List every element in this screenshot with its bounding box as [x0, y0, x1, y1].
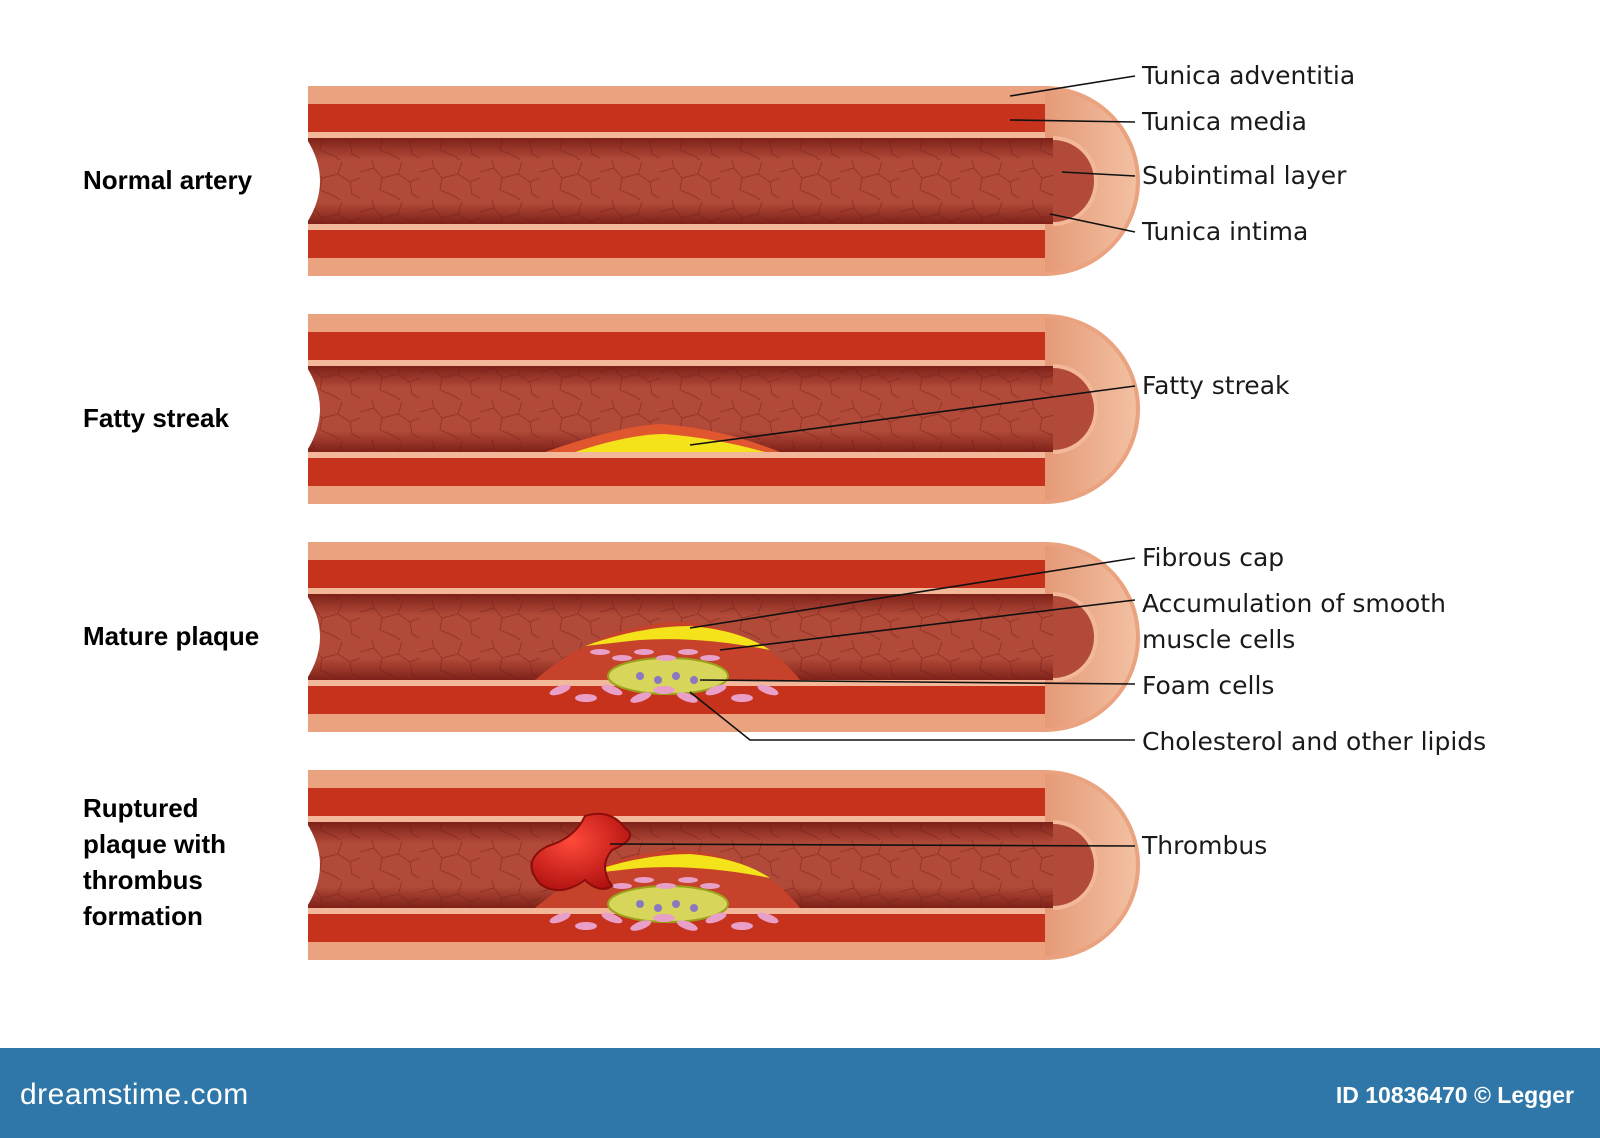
smooth-muscle-cell [653, 686, 675, 694]
callout-foam-cells: Foam cells [1142, 671, 1275, 700]
tunica-media-top [308, 788, 1045, 816]
subintimal-line-bottom [308, 224, 1045, 230]
foam-cell-nucleus [690, 904, 698, 912]
subintimal-line-top [308, 816, 1045, 822]
footer-bar: dreamstime.com ID 10836470 © Legger [0, 1048, 1600, 1138]
leader-line-thrombus [609, 843, 1136, 847]
fibrous-cap [585, 854, 770, 878]
subintimal-line-top [308, 360, 1045, 366]
stage-label-ruptured-plaque: Ruptured plaque with thrombus formation [83, 793, 226, 931]
smooth-muscle-cell [705, 684, 727, 696]
foam-cell-nucleus [672, 900, 680, 908]
subintimal-line-top [308, 588, 1045, 594]
foam-cell-nucleus [654, 676, 662, 684]
smooth-muscle-cell [549, 912, 571, 924]
subintimal-line-bottom [308, 452, 1045, 458]
smooth-muscle-cell [612, 655, 632, 661]
leader-line-adventitia [1009, 75, 1136, 97]
smooth-muscle-cell [757, 912, 779, 924]
leader-line-fibrous-cap [689, 557, 1136, 629]
tunica-media-top [308, 104, 1045, 132]
artery-opening [306, 138, 320, 224]
artery-opening [306, 366, 320, 452]
smooth-muscle-cell [656, 883, 676, 889]
foam-cell-nucleus [636, 900, 644, 908]
smooth-muscle-cell [575, 694, 597, 702]
stage-label-normal-artery: Normal artery [83, 165, 253, 195]
stage-label-fatty-streak: Fatty streak [83, 403, 229, 433]
callout-smooth-muscle-cells: Accumulation of smooth muscle cells [1142, 589, 1446, 654]
lumen-end [1052, 364, 1098, 454]
smooth-muscle-cell [731, 694, 753, 702]
lumen-end [1052, 592, 1098, 682]
fatty-streak-lesion [545, 424, 780, 452]
smooth-muscle-cell [634, 877, 654, 883]
smooth-muscle-cell [549, 684, 571, 696]
smooth-muscle-cell [678, 649, 698, 655]
callout-cholesterol-lipids: Cholesterol and other lipids [1142, 727, 1487, 756]
smooth-muscle-cell [678, 877, 698, 883]
lumen-end [1052, 820, 1098, 910]
smooth-muscle-cell [705, 912, 727, 924]
ruptured-plaque-lesion [535, 850, 800, 931]
smooth-muscle-cell [612, 883, 632, 889]
tunica-media-bottom [308, 458, 1045, 486]
leader-line-cholesterol [689, 691, 1135, 741]
dreamstime-logo: dreamstime.com [20, 1078, 249, 1111]
leader-line-foam-cells [699, 679, 1136, 685]
tunica-media-bottom [308, 230, 1045, 258]
tunica-media-top [308, 332, 1045, 360]
thrombus-clot [530, 812, 632, 891]
foam-cell-nucleus [672, 672, 680, 680]
leader-line-smooth-muscle [719, 599, 1136, 651]
smooth-muscle-cell [757, 684, 779, 696]
image-credit: ID 10836470 © Legger [1335, 1082, 1574, 1108]
artery-fatty-streak [306, 314, 1140, 504]
smooth-muscle-cell [676, 920, 698, 931]
smooth-muscle-cell [676, 692, 698, 703]
artery-opening [306, 594, 320, 680]
smooth-muscle-cell [575, 922, 597, 930]
foam-cell-nucleus [690, 676, 698, 684]
callout-fatty-streak: Fatty streak [1142, 371, 1290, 400]
atherosclerosis-diagram [306, 75, 1140, 960]
callout-tunica-intima: Tunica intima [1142, 217, 1309, 246]
mature-plaque-lesion [535, 622, 800, 703]
fibrous-cap [585, 626, 770, 650]
tunica-media-top [308, 560, 1045, 588]
leader-line-fatty-streak [689, 385, 1136, 446]
leader-line-media [1009, 119, 1136, 123]
foam-cell-nucleus [636, 672, 644, 680]
smooth-muscle-cell [700, 655, 720, 661]
smooth-muscle-cell [601, 684, 623, 696]
smooth-muscle-cell [731, 922, 753, 930]
leader-line-intima [1049, 213, 1136, 233]
smooth-muscle-cell [634, 649, 654, 655]
smooth-muscle-cell [630, 692, 652, 703]
smooth-muscle-cell [601, 912, 623, 924]
callout-subintimal-layer: Subintimal layer [1142, 161, 1347, 190]
stage-label-mature-plaque: Mature plaque [83, 621, 260, 651]
callout-tunica-media: Tunica media [1142, 107, 1307, 136]
leader-line-subintimal [1061, 171, 1136, 177]
artery-normal-artery [306, 86, 1140, 276]
foam-cell-nucleus [654, 904, 662, 912]
callout-thrombus: Thrombus [1142, 831, 1268, 860]
callout-fibrous-cap: Fibrous cap [1142, 543, 1285, 572]
smooth-muscle-cell [590, 649, 610, 655]
lumen-end [1052, 136, 1098, 226]
smooth-muscle-cell [700, 883, 720, 889]
fatty-streak-deposit [575, 434, 765, 452]
smooth-muscle-cell [630, 920, 652, 931]
subintimal-line-top [308, 132, 1045, 138]
lumen-texture [308, 138, 1053, 224]
artery-opening [306, 822, 320, 908]
smooth-muscle-cell [656, 655, 676, 661]
smooth-muscle-cell [653, 914, 675, 922]
callout-tunica-adventitia: Tunica adventitia [1142, 61, 1356, 90]
